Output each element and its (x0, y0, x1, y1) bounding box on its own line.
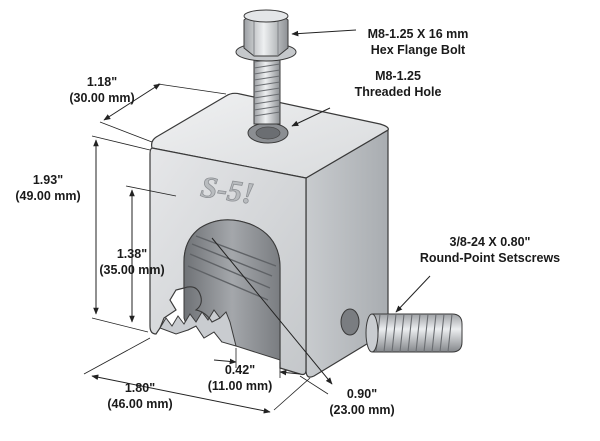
side-setscrew-hole (340, 308, 360, 336)
bolt-spec-label: M8-1.25 X 16 mm (368, 27, 469, 41)
svg-text:1.80": 1.80" (125, 381, 155, 395)
svg-text:1.38": 1.38" (117, 247, 147, 261)
hex-flange-bolt (235, 9, 297, 125)
svg-text:(35.00 mm): (35.00 mm) (99, 263, 164, 277)
svg-text:1.93": 1.93" (33, 173, 63, 187)
dim-label-top-width: 1.18" (30.00 mm) (69, 75, 134, 105)
hole-type-label: Threaded Hole (355, 85, 442, 99)
dim-label-height: 1.93" (49.00 mm) (15, 173, 80, 203)
slot-ribs (187, 235, 277, 301)
annotation-setscrew: 3/8-24 X 0.80" Round-Point Setscrews (420, 235, 560, 265)
svg-text:(23.00 mm): (23.00 mm) (329, 403, 394, 417)
dimension-lines (83, 83, 333, 414)
setscrew-spec-label: 3/8-24 X 0.80" (450, 235, 531, 249)
round-point-setscrew (365, 313, 463, 353)
clamp-body: S-5! (149, 92, 389, 378)
svg-text:(30.00 mm): (30.00 mm) (69, 91, 134, 105)
svg-text:0.90": 0.90" (347, 387, 377, 401)
svg-text:(11.00 mm): (11.00 mm) (208, 379, 273, 393)
dim-label-depth: 0.90" (23.00 mm) (329, 387, 394, 417)
dim-label-slot-width: 0.42" (11.00 mm) (208, 363, 273, 393)
annotation-bolt: M8-1.25 X 16 mm Hex Flange Bolt (368, 27, 469, 57)
leader-lines (291, 29, 431, 313)
hole-spec-label: M8-1.25 (375, 69, 421, 83)
svg-text:0.42": 0.42" (225, 363, 255, 377)
jaw-profile (183, 286, 221, 323)
svg-text:(49.00 mm): (49.00 mm) (15, 189, 80, 203)
s5-logo: S-5! (199, 171, 256, 211)
dim-label-length: 1.80" (46.00 mm) (107, 381, 172, 411)
dim-label-slot-height: 1.38" (35.00 mm) (99, 247, 164, 277)
setscrew-type-label: Round-Point Setscrews (420, 251, 560, 265)
svg-text:(46.00 mm): (46.00 mm) (107, 397, 172, 411)
bolt-type-label: Hex Flange Bolt (371, 43, 466, 57)
svg-text:1.18": 1.18" (87, 75, 117, 89)
annotation-hole: M8-1.25 Threaded Hole (355, 69, 442, 99)
